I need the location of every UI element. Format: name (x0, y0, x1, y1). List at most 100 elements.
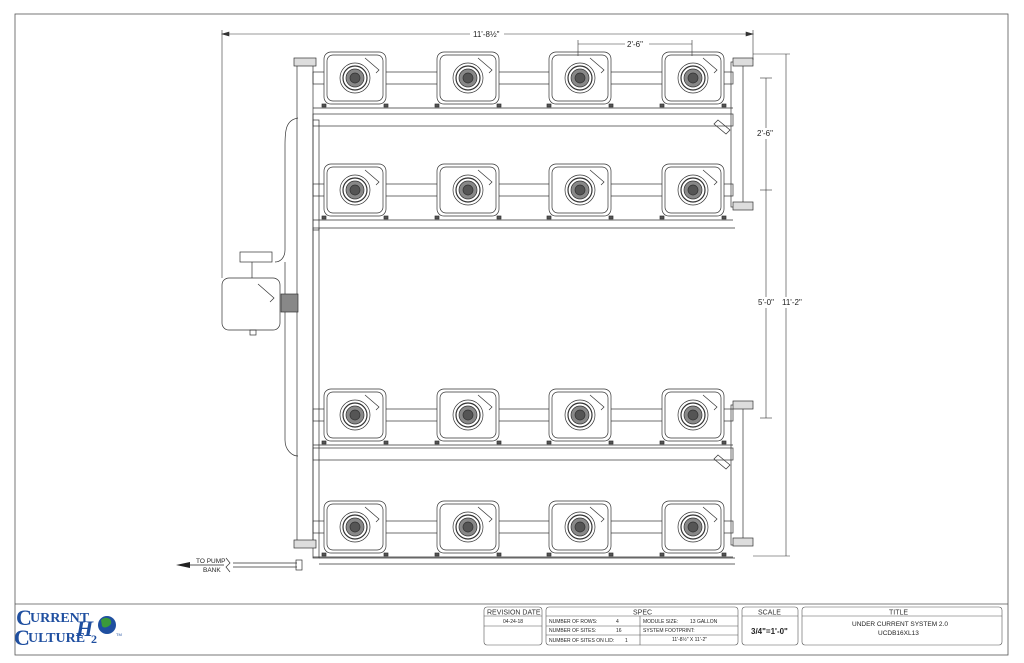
net-pot-center (349, 72, 361, 84)
revision-date: 04-24-18 (503, 619, 523, 625)
lid-notch (589, 506, 605, 523)
site-foot (383, 552, 389, 557)
net-pot-center (574, 184, 586, 196)
scale-value: 3/4"=1'-0" (751, 627, 788, 636)
net-pot (455, 514, 481, 540)
length-label-bg (757, 297, 803, 308)
site-bucket-rim (551, 166, 609, 214)
pump-coupler (280, 293, 299, 313)
spec-header: SPEC (633, 610, 652, 617)
site-foot (546, 215, 552, 220)
sites-value: 16 (616, 628, 622, 634)
left-cap-1 (293, 57, 317, 67)
lid-notch (477, 169, 493, 186)
plant-site (321, 500, 389, 557)
arrow-left-icon (220, 31, 230, 37)
footprint-value: 11'-8½" X 11'-2" (672, 636, 707, 643)
net-pot-center (349, 521, 361, 533)
site-foot (434, 215, 440, 220)
net-pot-center (687, 72, 699, 84)
site-bucket-rim (664, 54, 722, 102)
site-bucket-rim (326, 503, 384, 551)
plant-site (546, 500, 614, 557)
site-foot (434, 440, 440, 445)
net-pot-center (349, 184, 361, 196)
right-cap-4 (732, 537, 754, 547)
net-pot-rim (564, 174, 596, 206)
row-spacing-label: 2'-6" (757, 129, 773, 138)
footprint-label: SYSTEM FOOTPRINT: (643, 628, 695, 634)
lid-notch (702, 57, 718, 74)
net-pot-rim (677, 511, 709, 543)
right-cap-2 (732, 201, 754, 211)
site-foot (321, 103, 327, 108)
sites-label: NUMBER OF SITES: (549, 628, 596, 634)
lid-notch (589, 169, 605, 186)
net-pot-rim (452, 511, 484, 543)
plant-site (434, 163, 502, 220)
overall-length-label: 11'-2" (782, 298, 802, 307)
plant-site (321, 163, 389, 220)
site-foot (496, 552, 502, 557)
sheet-border (14, 13, 1009, 656)
site-bucket-rim (664, 166, 722, 214)
net-pot (567, 65, 593, 91)
net-pot-center (462, 72, 474, 84)
site-foot (546, 552, 552, 557)
overall-width-label-bg (470, 28, 504, 40)
site-foot (434, 103, 440, 108)
net-pot (342, 65, 368, 91)
net-pot (680, 402, 706, 428)
revision-header: REVISION DATE (487, 610, 541, 617)
logo-c-lower: C (14, 625, 30, 650)
title-block (483, 606, 1003, 646)
left-cap-2 (293, 539, 317, 549)
site-foot (383, 215, 389, 220)
net-pot (455, 177, 481, 203)
net-pot-rim (339, 511, 371, 543)
site-foot (659, 103, 665, 108)
site-bucket-rim (439, 503, 497, 551)
lid-notch (364, 169, 380, 186)
site-foot (321, 215, 327, 220)
site-bucket-rim (664, 503, 722, 551)
net-pot-rim (677, 62, 709, 94)
net-pot (680, 514, 706, 540)
title-line-1: UNDER CURRENT SYSTEM 2.0 (852, 621, 948, 628)
site-foot (496, 103, 502, 108)
arrow-right-icon (745, 31, 755, 37)
plant-site (434, 500, 502, 557)
net-pot-center (462, 409, 474, 421)
plant-sites (321, 51, 727, 557)
net-pot-center (349, 409, 361, 421)
module-size-label: MODULE SIZE: (643, 619, 678, 625)
site-foot (608, 215, 614, 220)
lid-notch (364, 394, 380, 411)
gap-length-label: 5'-0" (758, 298, 774, 307)
lid-notch (702, 169, 718, 186)
drain-fitting (249, 329, 257, 336)
right-cap-3 (732, 400, 754, 410)
logo-2: 2 (91, 632, 97, 646)
net-pot-center (462, 184, 474, 196)
plant-site (321, 51, 389, 108)
to-pump-label-1: TO PUMP (196, 558, 226, 565)
pump-line-cap (295, 559, 303, 571)
site-foot (546, 440, 552, 445)
site-bucket-rim (439, 391, 497, 439)
valve-upper (713, 119, 731, 135)
left-inner-pipe (312, 119, 320, 231)
row-spacing-label-bg (757, 128, 779, 139)
logo-trademark: TM (116, 632, 122, 637)
net-pot (342, 402, 368, 428)
net-pot-rim (452, 399, 484, 431)
site-foot (383, 440, 389, 445)
sites-on-lid-value: 1 (625, 638, 628, 644)
left-main-pipe (296, 61, 314, 548)
lid-notch (589, 57, 605, 74)
lid-notch (702, 394, 718, 411)
net-pot-rim (339, 174, 371, 206)
site-foot (721, 440, 727, 445)
lid-notch (364, 506, 380, 523)
site-bucket-rim (551, 54, 609, 102)
